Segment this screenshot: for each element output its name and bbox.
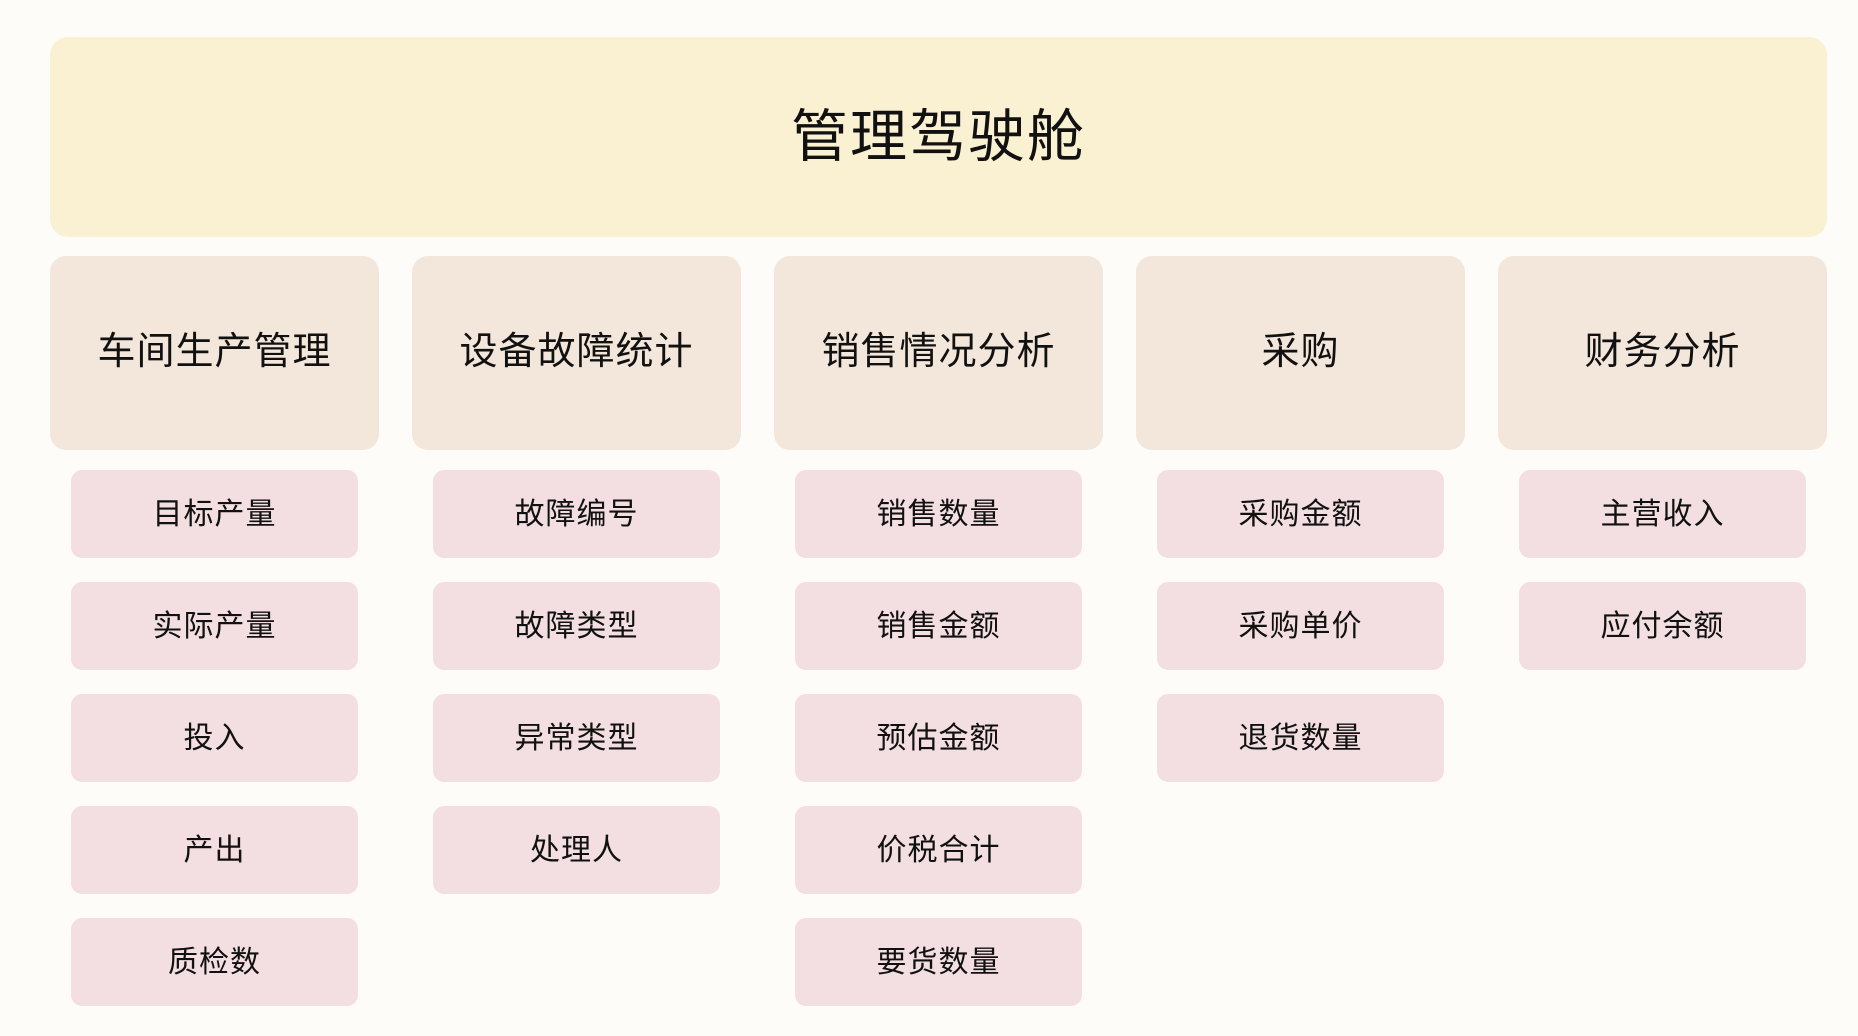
category-header-card[interactable]: 采购: [1136, 256, 1465, 450]
metric-item-card[interactable]: 质检数: [71, 918, 358, 1006]
metric-item-card[interactable]: 产出: [71, 806, 358, 894]
category-header-card[interactable]: 设备故障统计: [412, 256, 741, 450]
metric-item-card[interactable]: 应付余额: [1519, 582, 1806, 670]
metric-item-label: 预估金额: [876, 721, 1001, 755]
metric-item-label: 销售数量: [876, 497, 1001, 531]
category-item-list: 主营收入应付余额: [1498, 450, 1827, 694]
category-header-label: 采购: [1261, 331, 1340, 374]
metric-item-card[interactable]: 投入: [71, 694, 358, 782]
category-column: 销售情况分析销售数量销售金额预估金额价税合计要货数量: [774, 256, 1103, 1030]
metric-item-card[interactable]: 目标产量: [71, 470, 358, 558]
metric-item-card[interactable]: 实际产量: [71, 582, 358, 670]
metric-item-label: 采购金额: [1238, 497, 1363, 531]
category-column: 车间生产管理目标产量实际产量投入产出质检数: [50, 256, 379, 1030]
metric-item-card[interactable]: 价税合计: [795, 806, 1082, 894]
metric-item-card[interactable]: 采购金额: [1157, 470, 1444, 558]
category-column: 设备故障统计故障编号故障类型异常类型处理人: [412, 256, 741, 918]
category-item-list: 故障编号故障类型异常类型处理人: [412, 450, 741, 918]
metric-item-card[interactable]: 采购单价: [1157, 582, 1444, 670]
metric-item-label: 主营收入: [1600, 497, 1725, 531]
metric-item-card[interactable]: 故障类型: [433, 582, 720, 670]
metric-item-label: 故障类型: [514, 609, 639, 643]
metric-item-card[interactable]: 异常类型: [433, 694, 720, 782]
metric-item-label: 异常类型: [514, 721, 639, 755]
category-item-list: 目标产量实际产量投入产出质检数: [50, 450, 379, 1030]
category-header-label: 销售情况分析: [821, 331, 1056, 374]
category-item-list: 销售数量销售金额预估金额价税合计要货数量: [774, 450, 1103, 1030]
category-columns: 车间生产管理目标产量实际产量投入产出质检数设备故障统计故障编号故障类型异常类型处…: [50, 256, 1827, 1030]
category-header-card[interactable]: 车间生产管理: [50, 256, 379, 450]
metric-item-label: 要货数量: [876, 945, 1001, 979]
metric-item-card[interactable]: 退货数量: [1157, 694, 1444, 782]
category-header-card[interactable]: 销售情况分析: [774, 256, 1103, 450]
metric-item-label: 处理人: [530, 833, 623, 867]
diagram-title-banner: 管理驾驶舱: [50, 37, 1827, 237]
metric-item-label: 故障编号: [514, 497, 639, 531]
metric-item-card[interactable]: 故障编号: [433, 470, 720, 558]
metric-item-card[interactable]: 预估金额: [795, 694, 1082, 782]
metric-item-card[interactable]: 要货数量: [795, 918, 1082, 1006]
category-column: 采购采购金额采购单价退货数量: [1136, 256, 1465, 806]
category-header-label: 车间生产管理: [97, 331, 332, 374]
category-item-list: 采购金额采购单价退货数量: [1136, 450, 1465, 806]
metric-item-label: 投入: [183, 721, 246, 755]
category-header-card[interactable]: 财务分析: [1498, 256, 1827, 450]
metric-item-card[interactable]: 主营收入: [1519, 470, 1806, 558]
metric-item-label: 退货数量: [1238, 721, 1363, 755]
metric-item-label: 采购单价: [1238, 609, 1363, 643]
metric-item-label: 目标产量: [152, 497, 277, 531]
metric-item-label: 实际产量: [152, 609, 277, 643]
page-title: 管理驾驶舱: [791, 104, 1086, 169]
metric-item-label: 产出: [183, 833, 246, 867]
metric-item-card[interactable]: 销售数量: [795, 470, 1082, 558]
category-header-label: 财务分析: [1584, 331, 1741, 374]
metric-item-card[interactable]: 处理人: [433, 806, 720, 894]
metric-item-card[interactable]: 销售金额: [795, 582, 1082, 670]
metric-item-label: 质检数: [168, 945, 261, 979]
metric-item-label: 销售金额: [876, 609, 1001, 643]
category-column: 财务分析主营收入应付余额: [1498, 256, 1827, 694]
metric-item-label: 价税合计: [876, 833, 1001, 867]
metric-item-label: 应付余额: [1600, 609, 1725, 643]
category-header-label: 设备故障统计: [459, 331, 694, 374]
